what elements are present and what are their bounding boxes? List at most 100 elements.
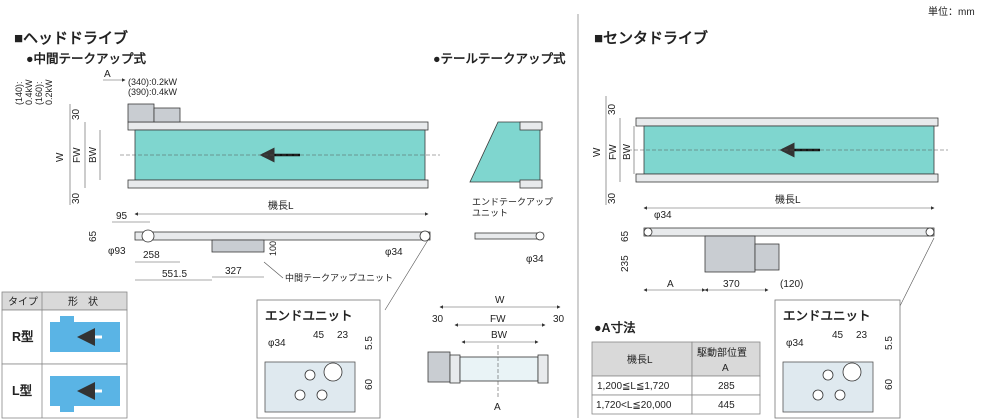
- cross-roller: [459, 356, 539, 382]
- dim-551-5: 551.5: [162, 269, 187, 280]
- head-gearbox: [153, 107, 181, 123]
- tail-takeup-label: ●テールテークアップ式: [433, 51, 566, 66]
- center-drive-unit: [704, 235, 756, 273]
- cross-30b: 30: [553, 314, 565, 325]
- dim-phi34-head: φ34: [385, 247, 403, 258]
- unit-label: 単位：mm: [928, 5, 975, 18]
- end-takeup-unit-label-2: ユニット: [472, 208, 508, 218]
- dim-95: 95: [116, 211, 128, 222]
- type-r-label: R型: [12, 329, 34, 344]
- center-dim-BW: BW: [622, 143, 633, 160]
- center-dim-65: 65: [620, 230, 631, 242]
- svg-text:0.4kW: 0.4kW: [24, 79, 34, 105]
- end-unit-left-hole-1: [304, 369, 316, 381]
- end-unit-left-45: 45: [313, 330, 325, 341]
- type-l-shape: [50, 376, 120, 412]
- end-unit-left-phi: φ34: [268, 338, 286, 349]
- center-side-pulley-left: [643, 227, 653, 237]
- end-unit-left-hole-3: [316, 389, 328, 401]
- head-top-frame-upper: [127, 121, 429, 131]
- dim-phi93: φ93: [108, 246, 126, 257]
- end-unit-right-pulley: [842, 362, 862, 382]
- a-row-2-a: 445: [718, 400, 735, 411]
- end-unit-right-45: 45: [832, 330, 844, 341]
- a-row-1-length: 1,200≦L≦1,720: [597, 381, 670, 392]
- a-dim-title: ●A寸法: [594, 320, 636, 335]
- cross-frame-right: [537, 354, 549, 384]
- a-table-header-length: 機長L: [627, 353, 653, 366]
- motor-note-2: (390):0.4kW: [128, 87, 178, 97]
- middle-takeup-unit-box: [211, 239, 265, 253]
- center-dim-30-top: 30: [607, 103, 618, 115]
- dim-30-top: 30: [71, 108, 82, 120]
- center-dim-30-bottom: 30: [607, 192, 618, 204]
- center-side-frame: [643, 227, 935, 237]
- svg-text:(160):: (160):: [34, 81, 44, 105]
- type-l-label: L型: [12, 383, 33, 398]
- head-drive-pulley: [141, 229, 155, 243]
- tail-top-belt: [469, 121, 541, 183]
- a-row-2-a-cell: [691, 394, 761, 415]
- dim-FW: FW: [72, 147, 83, 163]
- dim-100: 100: [268, 241, 278, 256]
- a-table-header-position: 駆動部位置: [697, 346, 747, 359]
- a-table-header-a: A: [722, 363, 729, 374]
- cross-FW: FW: [490, 314, 506, 325]
- head-tail-pulley: [419, 230, 431, 242]
- svg-text:0.2kW: 0.2kW: [44, 79, 54, 105]
- dim-BW: BW: [88, 146, 99, 163]
- tail-side-pulley: [535, 231, 545, 241]
- head-drive-title: ■ヘッドドライブ: [14, 29, 128, 47]
- dim-327: 327: [225, 266, 242, 277]
- end-unit-right-title: エンドユニット: [783, 309, 871, 323]
- svg-text:(140):: (140):: [14, 81, 24, 105]
- center-dim-A: A: [667, 279, 674, 290]
- center-dim-FW: FW: [608, 144, 619, 160]
- end-unit-left-5-5: 5.5: [364, 336, 375, 350]
- dim-258: 258: [143, 250, 160, 261]
- head-side-frame: [134, 231, 431, 241]
- center-machine-length: 機長L: [775, 193, 801, 206]
- cross-30a: 30: [432, 314, 444, 325]
- end-unit-left-hole-2: [294, 389, 306, 401]
- center-dim-120: (120): [780, 279, 803, 290]
- leader-end-unit-left: [384, 239, 429, 311]
- tail-top-frame-upper: [519, 121, 543, 131]
- center-dim-235: 235: [620, 255, 631, 272]
- center-motor: [754, 243, 780, 271]
- a-row-2-length: 1,720<L≦20,000: [596, 400, 672, 411]
- center-top-frame-lower: [635, 173, 939, 183]
- end-unit-right-23: 23: [856, 330, 868, 341]
- middle-takeup-label: ●中間テークアップ式: [26, 51, 147, 66]
- end-takeup-unit-label-1: エンドテークアップ: [472, 197, 553, 207]
- leader-end-unit-right: [897, 237, 935, 311]
- tail-top-frame-lower: [519, 179, 543, 189]
- end-unit-right-5-5: 5.5: [884, 336, 895, 350]
- dim-phi34-tail: φ34: [526, 254, 544, 265]
- type-r-shape: [50, 316, 120, 352]
- motor-note-1: (340):0.2kW: [128, 77, 178, 87]
- end-unit-right-hole-3: [834, 389, 846, 401]
- end-unit-right-hole-2: [812, 389, 824, 401]
- head-motor: [127, 103, 155, 123]
- cross-BW: BW: [491, 330, 508, 341]
- center-dim-W: W: [592, 147, 603, 157]
- dim-65: 65: [88, 230, 99, 242]
- head-top-frame-lower: [127, 179, 429, 189]
- motor-notes-left: (140): 0.4kW (160): 0.2kW: [14, 79, 54, 105]
- center-dim-phi34: φ34: [654, 210, 672, 221]
- type-table-header-shape: 形 状: [68, 295, 98, 308]
- cross-A: A: [494, 402, 501, 413]
- dim-A-top: A: [104, 69, 111, 80]
- end-unit-left-title: エンドユニット: [265, 309, 353, 323]
- dim-W: W: [55, 152, 66, 162]
- dim-30-bottom: 30: [71, 192, 82, 204]
- center-dim-370: 370: [723, 279, 740, 290]
- a-row-1-a: 285: [718, 381, 735, 392]
- tail-side-frame: [474, 232, 544, 240]
- end-unit-left-23: 23: [337, 330, 349, 341]
- end-unit-right-60: 60: [884, 378, 895, 390]
- cross-motor: [427, 351, 451, 383]
- machine-length-label: 機長L: [268, 199, 294, 212]
